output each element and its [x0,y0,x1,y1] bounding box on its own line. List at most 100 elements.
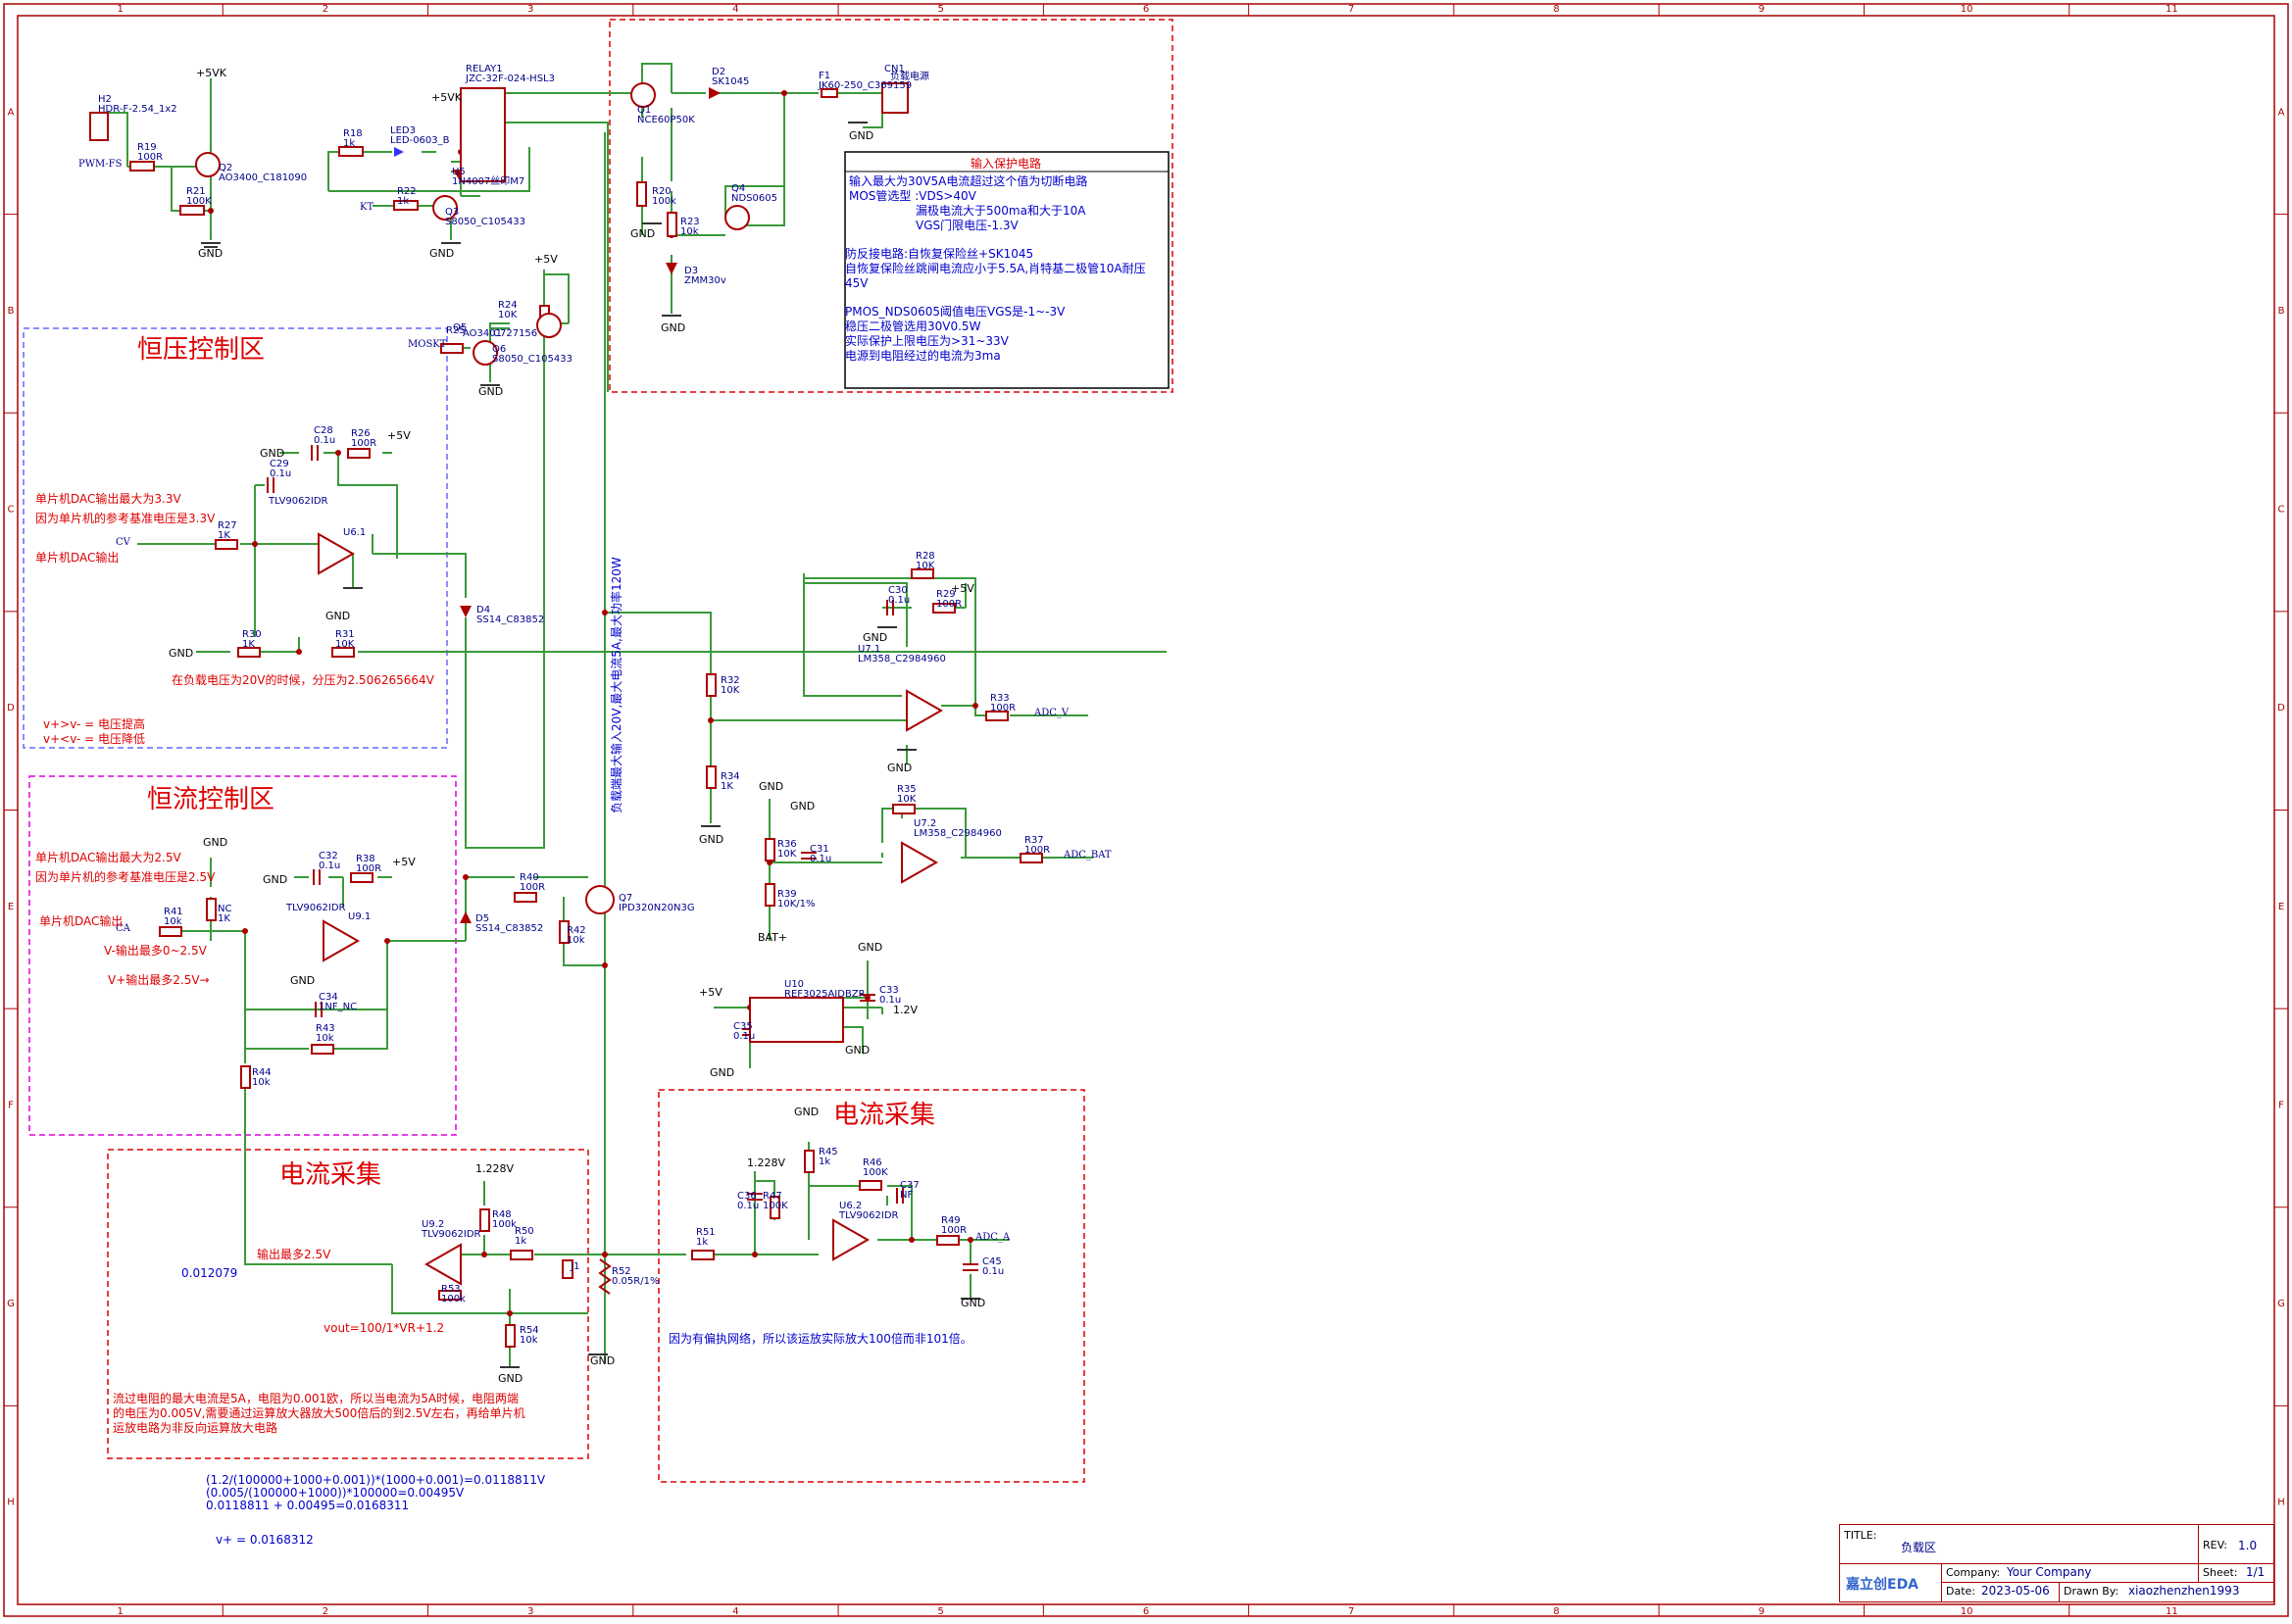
component-label: +5V [534,253,558,266]
current-sense-region-2 [658,1089,1085,1483]
resistor-r50 [510,1250,533,1260]
component-label: Q2 [219,163,232,173]
resistor-r38 [350,872,374,883]
grid-row-label: B [2278,306,2285,317]
grid-col-label: 2 [323,1606,328,1617]
component-label: 1K [721,781,733,792]
resistors [129,146,1043,1348]
component-label: R53 [441,1284,461,1295]
grid-row-label: D [7,703,15,714]
component-label: Q5 [453,322,467,333]
component-label: ADC_BAT [1063,850,1112,861]
resistor-r25 [440,343,464,354]
grid-col-label: 3 [527,1606,533,1617]
fuse-f1 [821,88,838,98]
header-h2 [89,112,109,141]
power-symbols [201,122,980,1368]
protection-note-box [844,151,1170,389]
op-amps [318,532,944,1286]
component-label: 100R [351,438,376,449]
component-label: GND [198,247,223,260]
component-label: 1k [696,1237,708,1248]
component-label: GND [790,800,815,812]
component-label: C37 [900,1180,920,1191]
component-label: C29 [270,459,289,469]
grid-col-label: 7 [1348,1606,1354,1617]
component-label: GND [759,780,783,793]
component-label: ADC_A [974,1232,1011,1243]
component-label: C36 [737,1191,757,1202]
resistor-r40 [514,892,537,903]
component-label: R52 [612,1266,631,1277]
component-label: 10k [164,916,182,927]
component-label: R28 [916,551,935,562]
component-label: 100k [492,1219,517,1230]
component-label: R19 [137,142,157,153]
component-label: AO3401 [463,328,502,339]
component-label: C30 [888,585,908,596]
component-label: R32 [721,675,740,686]
component-label: 10k [567,935,585,946]
component-label: GND [169,647,193,660]
component-label: SS14_C83852 [475,923,543,934]
component-label: Q3 [445,207,459,218]
component-label: 1.228V [747,1156,785,1169]
opamp-u7-2 [901,841,939,884]
component-label: BAT+ [758,931,787,944]
component-label: R51 [696,1227,716,1238]
resistor-r30 [237,647,261,658]
component-label: R36 [777,839,797,850]
component-label: R44 [252,1067,272,1078]
component-label: U6.1 [343,527,366,538]
component-label: C33 [879,985,899,996]
resistor-r49 [936,1235,960,1246]
outer-border [3,3,2289,1617]
component-label: CA [116,923,131,934]
component-label: C35 [733,1021,753,1032]
component-label: NF [900,1190,913,1201]
resistor-r42 [559,920,570,944]
grid-col-label: 8 [1553,1606,1559,1617]
component-label: GND [845,1044,870,1057]
opamp-u9-1 [323,919,361,962]
component-label: C34 [319,992,338,1003]
diode-d4 [460,606,472,617]
component-label: 0.1u [888,595,910,606]
component-label: +5V [951,582,974,595]
grid-col-label: 6 [1143,1606,1149,1617]
opamp-u6-1 [318,532,356,575]
component-label: R18 [343,128,363,139]
grid-row-label: G [7,1299,15,1309]
resistor-r48 [479,1208,490,1232]
component-label: MOSKT [408,339,447,350]
component-label: GND [478,385,503,398]
component-label: R50 [515,1226,534,1237]
component-label: 1k [819,1156,830,1167]
component-label: 0.1u [982,1266,1004,1277]
grid-row-label: A [8,107,15,118]
component-label: Q7 [619,893,632,904]
component-label: R26 [351,428,371,439]
component-label: U7.1 [858,644,880,655]
component-label: SK1045 [712,76,749,87]
component-label: R39 [777,889,797,900]
pmos-q1 [630,82,656,108]
component-label: GND [849,129,873,142]
resistor-r39 [765,883,775,907]
component-label: C45 [982,1256,1002,1267]
opamp-u7-1 [906,689,944,732]
grid-col-label: 9 [1759,4,1765,15]
component-label: GND [887,762,912,774]
grid-col-label: 3 [527,4,533,15]
component-label: +5V [387,429,411,442]
resistor-r43 [311,1044,334,1055]
diode-d2 [709,87,721,99]
component-label: GND [863,631,887,644]
component-label: R37 [1024,835,1044,846]
grid-row-label: F [2278,1100,2284,1110]
resistor-r23 [667,212,677,237]
component-label: R46 [863,1157,882,1168]
grid-row-label: F [8,1100,14,1110]
component-label: LED-0603_B [390,135,450,146]
